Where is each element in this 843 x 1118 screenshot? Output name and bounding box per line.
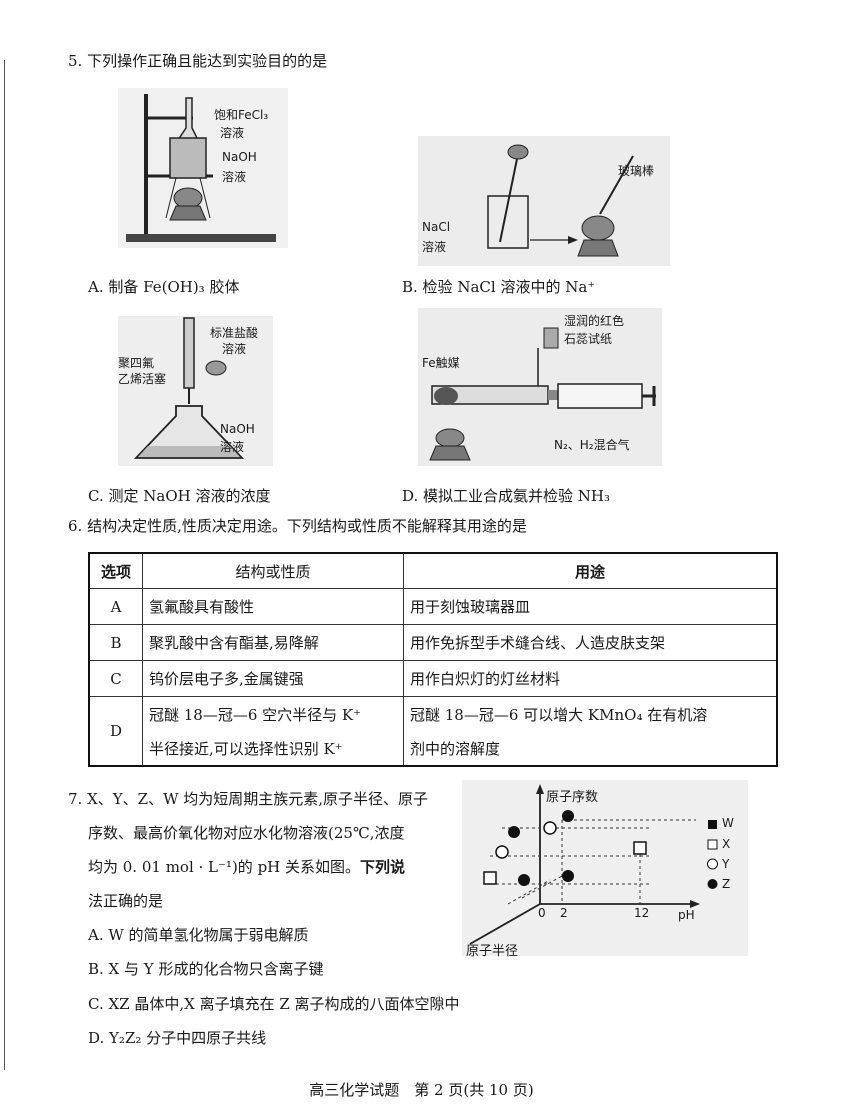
q5a-label-4: 溶液: [222, 170, 247, 184]
q7-tick-0: 0: [538, 906, 546, 920]
q7-option-b: B. X 与 Y 形成的化合物只含离子键: [88, 960, 324, 978]
q7-stem-line-4: 法正确的是: [88, 892, 164, 910]
q7-legend-y: Y: [722, 857, 730, 871]
q5c-label-2: 溶液: [222, 342, 247, 356]
row-b-use: 用作免拆型手术缝合线、人造皮肤支架: [403, 624, 778, 661]
q5-figure-a: 饱和FeCl₃ 溶液 NaOH 溶液: [118, 88, 288, 248]
q7-mark-w-top: [562, 810, 574, 822]
q7-legend-y-mark: [707, 858, 718, 870]
row-c-property: 钨价层电子多,金属键强: [142, 660, 404, 697]
q5d-label-1: 湿润的红色: [564, 314, 625, 328]
q7-stem-line-3b: 下列说: [360, 858, 406, 876]
table-row: D 冠醚 18—冠—6 空穴半径与 K⁺ 冠醚 18—冠—6 可以增大 KMnO…: [88, 696, 778, 767]
row-d-use-line-1: 冠醚 18—冠—6 可以增大 KMnO₄ 在有机溶: [403, 696, 778, 731]
table-header-option: 选项: [88, 552, 143, 589]
row-d-property-line-2: 半径接近,可以选择性识别 K⁺: [142, 731, 404, 767]
row-c-option: C: [88, 660, 143, 697]
q5c-label-3: 聚四氟: [118, 356, 155, 370]
q7-legend-z-mark: [707, 879, 718, 889]
row-a-property: 氢氟酸具有酸性: [142, 588, 404, 625]
q7-mark-z-low: [518, 874, 530, 886]
table-row: A 氢氟酸具有酸性 用于刻蚀玻璃器皿: [88, 588, 778, 625]
page-footer: 高三化学试题 第 2 页(共 10 页): [309, 1081, 534, 1099]
q7-axis-z: [469, 903, 541, 945]
q7-axis-z-label: 原子半径: [466, 944, 519, 959]
table-header-row: 选项 结构或性质 用途: [88, 552, 778, 589]
q7-legend-z: Z: [722, 877, 731, 891]
q7-mark-y-low: [495, 845, 509, 859]
q5a-label-1: 饱和FeCl₃: [214, 108, 269, 122]
q5d-label-2: 石蕊试纸: [564, 332, 613, 346]
q7-mark-w: [508, 826, 520, 838]
q5c-label-1: 标准盐酸: [210, 326, 259, 340]
row-d-option: D: [88, 696, 143, 767]
table-row: C 钨价层电子多,金属键强 用作白炽灯的灯丝材料: [88, 660, 778, 697]
q5-stem: 5. 下列操作正确且能达到实验目的的是: [68, 52, 328, 70]
row-c-use: 用作白炽灯的灯丝材料: [403, 660, 778, 697]
q5c-label-4: 乙烯活塞: [118, 372, 167, 386]
q7-mark-y: [543, 821, 557, 835]
q7-tick-2: 2: [560, 906, 568, 920]
row-b-property: 聚乳酸中含有酯基,易降解: [142, 624, 404, 661]
q7-mark-x-low: [483, 871, 497, 885]
q5-figure-d: 湿润的红色 石蕊试纸 Fe触媒 N₂、H₂混合气: [418, 308, 662, 466]
table-header-property: 结构或性质: [142, 552, 404, 589]
table-header-use: 用途: [403, 552, 778, 589]
row-d-use-line-2: 剂中的溶解度: [403, 731, 778, 767]
q7-legend-w-mark: [708, 820, 717, 829]
q5a-label-2: 溶液: [220, 126, 245, 140]
q7-tick-12: 12: [634, 906, 650, 920]
q5c-label-5: NaOH: [220, 422, 255, 436]
q7-axis-x-label: pH: [678, 908, 695, 922]
q5b-label-sol-2: 溶液: [422, 240, 447, 254]
q6-table: 选项 结构或性质 用途 A 氢氟酸具有酸性 用于刻蚀玻璃器皿 B 聚乳酸中含有酯…: [88, 552, 778, 767]
q7-legend-x-mark: [707, 839, 718, 850]
q5-option-c-caption: C. 测定 NaOH 溶液的浓度: [88, 487, 271, 505]
q7-option-a: A. W 的简单氢化物属于弱电解质: [88, 926, 309, 944]
q5-option-d-caption: D. 模拟工业合成氨并检验 NH₃: [402, 487, 611, 505]
row-a-use: 用于刻蚀玻璃器皿: [403, 588, 778, 625]
q7-chart: 原子序数 pH 原子半径 0 2 12 W X Y Z: [462, 780, 748, 959]
q5c-label-6: 溶液: [220, 440, 245, 454]
q7-stem-line-3a: 均为 0. 01 mol · L⁻¹)的 pH 关系如图。: [88, 858, 361, 876]
row-d-property-line-1: 冠醚 18—冠—6 空穴半径与 K⁺: [142, 696, 404, 731]
q7-stem-line-3: 均为 0. 01 mol · L⁻¹)的 pH 关系如图。下列说: [88, 856, 405, 877]
q5-option-a-caption: A. 制备 Fe(OH)₃ 胶体: [88, 278, 240, 296]
q5a-label-3: NaOH: [222, 150, 257, 164]
q7-stem-line-2: 序数、最高价氧化物对应水化物溶液(25℃,浓度: [88, 824, 405, 842]
q7-legend-x: X: [722, 837, 731, 851]
q5b-label-rod: 玻璃棒: [618, 164, 655, 178]
q6-stem: 6. 结构决定性质,性质决定用途。下列结构或性质不能解释其用途的是: [68, 517, 527, 535]
q5-figure-c: 标准盐酸 溶液 聚四氟 乙烯活塞 NaOH 溶液: [118, 316, 273, 466]
table-row: B 聚乳酸中含有酯基,易降解 用作免拆型手术缝合线、人造皮肤支架: [88, 624, 778, 661]
q5b-label-sol-1: NaCl: [422, 220, 451, 234]
q7-mark-x: [633, 841, 647, 855]
q5d-label-4: N₂、H₂混合气: [554, 438, 630, 452]
q7-axis-y-label: 原子序数: [546, 790, 599, 805]
row-b-option: B: [88, 624, 143, 661]
q7-option-c: C. XZ 晶体中,X 离子填充在 Z 离子构成的八面体空隙中: [88, 995, 460, 1013]
q5-figure-b: 玻璃棒 NaCl 溶液: [418, 136, 670, 266]
page-margin-line: [4, 60, 5, 1070]
q5-option-b-caption: B. 检验 NaCl 溶液中的 Na⁺: [402, 278, 596, 296]
table-row: 半径接近,可以选择性识别 K⁺ 剂中的溶解度: [89, 731, 778, 767]
q7-option-d: D. Y₂Z₂ 分子中四原子共线: [88, 1029, 267, 1047]
row-a-option: A: [88, 588, 143, 625]
q7-stem-line-1: 7. X、Y、Z、W 均为短周期主族元素,原子半径、原子: [68, 790, 429, 808]
q5d-label-3: Fe触媒: [422, 356, 460, 370]
q7-legend-w: W: [722, 816, 734, 830]
q7-mark-z: [562, 870, 574, 882]
